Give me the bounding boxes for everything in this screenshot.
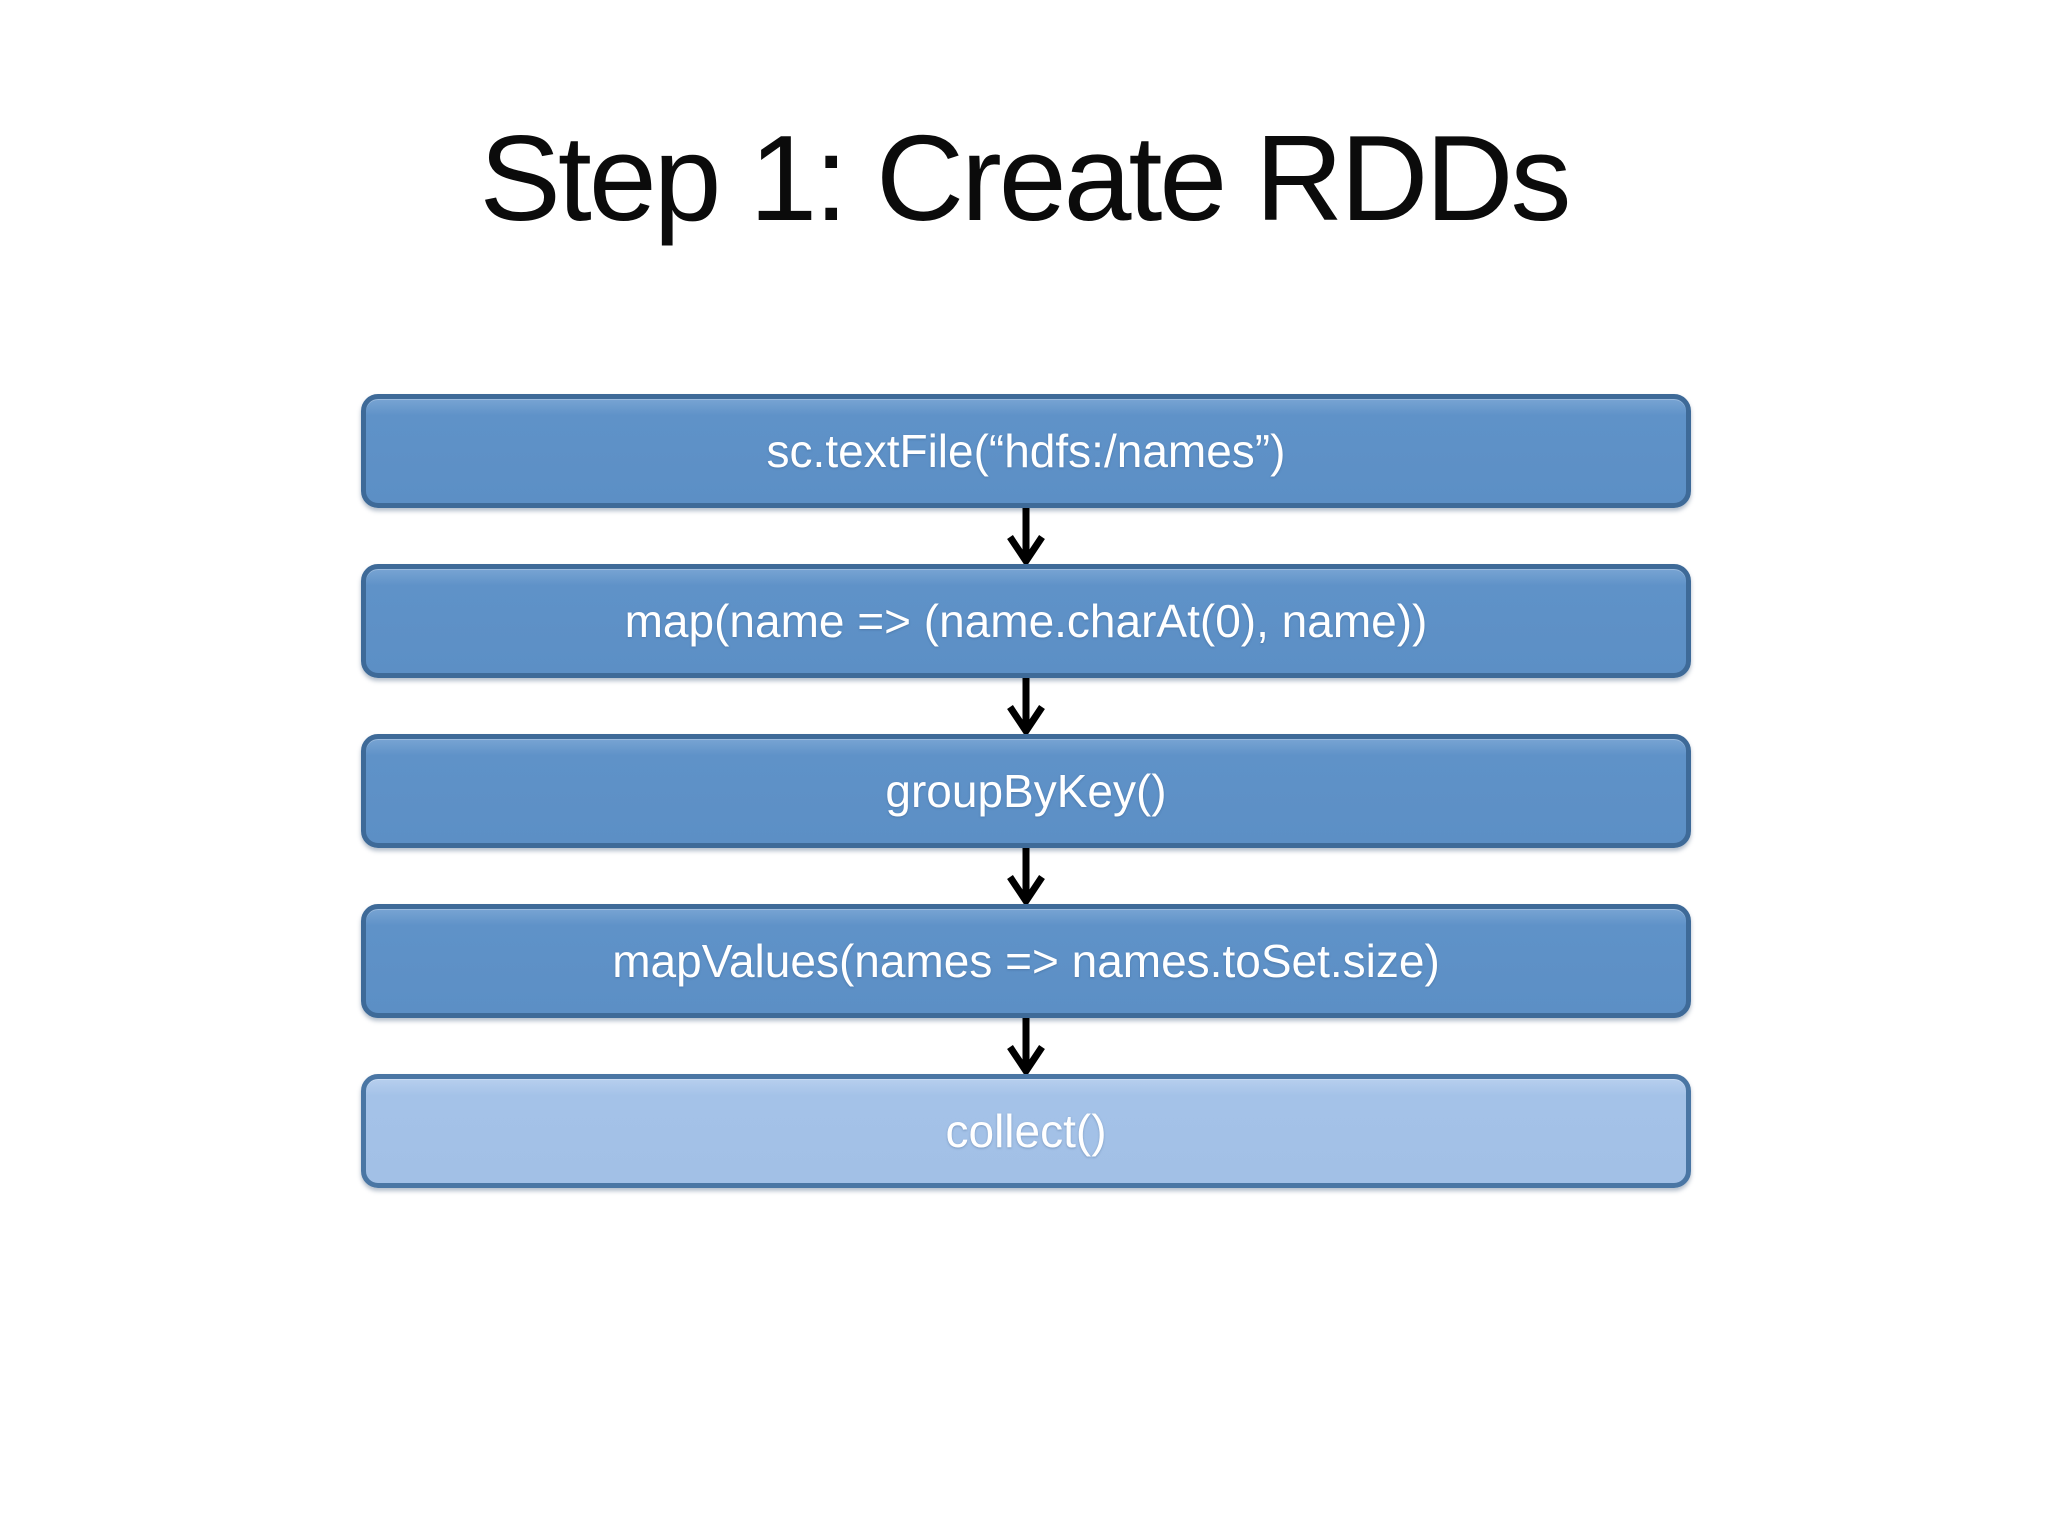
arrow-down-icon bbox=[1007, 508, 1045, 564]
flow-box-label: sc.textFile(“hdfs:/names”) bbox=[766, 425, 1286, 477]
arrow-down-icon bbox=[1007, 678, 1045, 734]
flow-box-label: mapValues(names => names.toSet.size) bbox=[612, 935, 1440, 987]
flow-arrow-down bbox=[361, 508, 1691, 564]
flow-box-textfile: sc.textFile(“hdfs:/names”) bbox=[361, 394, 1691, 508]
flow-arrow-down bbox=[361, 1018, 1691, 1074]
slide-title: Step 1: Create RDDs bbox=[479, 110, 1572, 246]
flow-box-map: map(name => (name.charAt(0), name)) bbox=[361, 564, 1691, 678]
flow-arrow-down bbox=[361, 678, 1691, 734]
flow-arrow-down bbox=[361, 848, 1691, 904]
flow-box-label: map(name => (name.charAt(0), name)) bbox=[624, 595, 1428, 647]
flow-diagram: sc.textFile(“hdfs:/names”) map(name => (… bbox=[361, 394, 1691, 1188]
flow-box-mapvalues: mapValues(names => names.toSet.size) bbox=[361, 904, 1691, 1018]
arrow-down-icon bbox=[1007, 848, 1045, 904]
arrow-down-icon bbox=[1007, 1018, 1045, 1074]
flow-box-collect: collect() bbox=[361, 1074, 1691, 1188]
flow-box-label: collect() bbox=[945, 1105, 1107, 1157]
flow-box-groupbykey: groupByKey() bbox=[361, 734, 1691, 848]
flow-box-label: groupByKey() bbox=[885, 765, 1167, 817]
